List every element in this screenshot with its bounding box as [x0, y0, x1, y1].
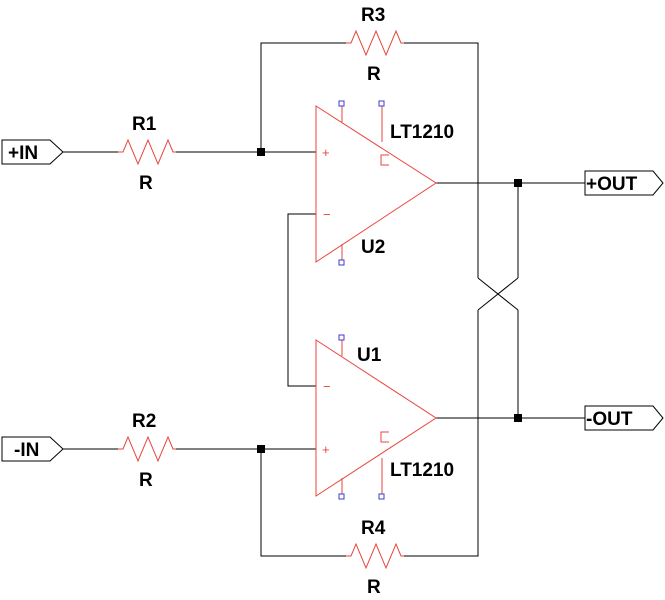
wire-r3-left — [260, 42, 346, 152]
resistor-r3[interactable]: R3 R — [346, 5, 404, 85]
junction-dot — [257, 445, 265, 453]
resistor-value: R — [139, 173, 153, 194]
opamp-comp-mark — [380, 154, 389, 166]
opamp-minus-sign: − — [323, 207, 331, 222]
resistor-ref: R3 — [361, 5, 385, 26]
wire-cross-b — [477, 277, 519, 311]
port-label: +OUT — [586, 174, 638, 195]
port-flag — [584, 170, 664, 196]
opamp-minus-sign: − — [323, 379, 331, 394]
port-flag — [1, 139, 64, 165]
resistor-zigzag — [118, 138, 176, 166]
port-flag — [1, 436, 64, 462]
pin-terminal — [338, 259, 345, 266]
resistor-value: R — [367, 577, 381, 598]
opamp-part: LT1210 — [390, 460, 454, 481]
opamp-u2[interactable]: + − LT1210 U2 — [315, 100, 454, 266]
opamp-plus-sign: + — [322, 145, 330, 160]
resistor-value: R — [139, 470, 153, 491]
resistor-r4[interactable]: R4 R — [346, 518, 404, 598]
opamp-ref: U1 — [357, 345, 382, 366]
wire-r3-right — [404, 42, 479, 278]
resistor-zigzag — [118, 435, 176, 463]
pin-terminal — [378, 100, 385, 107]
pin-terminal — [378, 493, 385, 500]
opamp-triangle — [315, 339, 437, 497]
opamp-comp-mark — [380, 431, 389, 443]
opamp-ref: U2 — [361, 237, 385, 258]
resistor-ref: R2 — [132, 411, 156, 432]
wire-minus-link — [287, 213, 316, 387]
opamp-plus-sign: + — [322, 442, 330, 457]
resistor-ref: R1 — [132, 114, 157, 135]
opamp-triangle — [315, 105, 437, 263]
opamp-part: LT1210 — [390, 122, 454, 143]
junction-dot — [257, 148, 265, 156]
port-out-pos[interactable]: +OUT — [584, 170, 664, 196]
resistor-value: R — [367, 64, 381, 85]
port-in-pos[interactable]: +IN — [1, 139, 64, 165]
junction-dot — [514, 414, 522, 422]
resistor-zigzag — [346, 29, 404, 57]
port-in-neg[interactable]: -IN — [1, 436, 64, 462]
wire-r4-right — [404, 310, 479, 557]
port-label: -IN — [14, 440, 39, 461]
opamp-u1[interactable]: − + U1 LT1210 — [315, 334, 454, 500]
resistor-zigzag — [346, 542, 404, 570]
resistor-r1[interactable]: R1 R — [118, 114, 176, 194]
port-label: -OUT — [586, 409, 633, 430]
pin-terminal — [338, 334, 345, 341]
resistor-r2[interactable]: R2 R — [118, 411, 176, 491]
junction-dot — [514, 179, 522, 187]
resistor-ref: R4 — [361, 518, 386, 539]
wires — [63, 42, 585, 557]
port-out-neg[interactable]: -OUT — [584, 405, 664, 431]
port-label: +IN — [8, 143, 38, 164]
wire-r4-left — [260, 449, 346, 557]
junctions — [257, 148, 522, 453]
pin-terminal — [338, 100, 345, 107]
port-flag — [584, 405, 664, 431]
pin-terminal — [338, 493, 345, 500]
